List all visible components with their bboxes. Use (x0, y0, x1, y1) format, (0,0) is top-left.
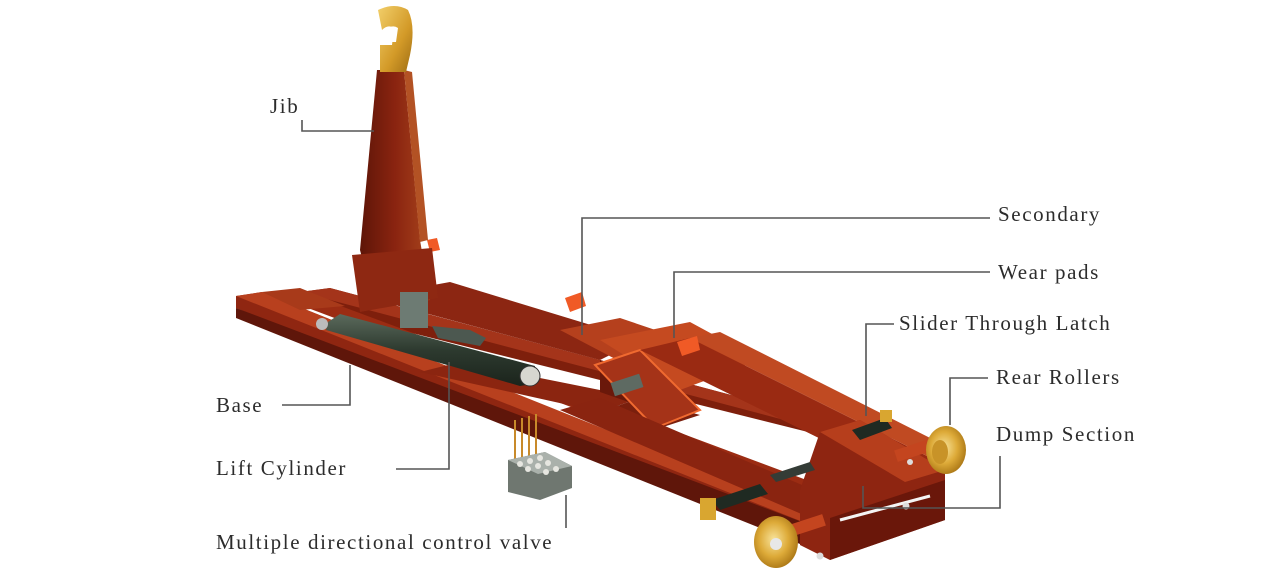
leader-lift-cylinder (396, 362, 450, 470)
label-wear-pads: Wear pads (998, 260, 1100, 284)
label-lift-cylinder: Lift Cylinder (216, 456, 348, 480)
secondary-frame (395, 238, 950, 522)
label-base: Base (216, 393, 264, 417)
leader-base (282, 365, 351, 406)
control-valve (508, 414, 572, 500)
leader-secondary (581, 217, 990, 335)
lift-cylinder (316, 314, 541, 387)
label-multiple-directional-control-valve: Multiple directional control valve (216, 530, 554, 554)
leader-rear-rollers (949, 377, 988, 425)
label-dump-section: Dump Section (996, 422, 1136, 446)
leader-wear-pads (673, 271, 990, 338)
label-jib: Jib (270, 94, 300, 118)
rear-rollers (754, 426, 966, 568)
label-slider-through-latch: Slider Through Latch (899, 311, 1112, 335)
leader-dump-section (862, 456, 1001, 509)
leader-lines (282, 120, 1001, 528)
label-rear-rollers: Rear Rollers (996, 365, 1121, 389)
label-secondary: Secondary (998, 202, 1102, 226)
leader-jib (301, 120, 374, 132)
jib-arm (352, 6, 438, 328)
leader-slider-through-latch (865, 323, 894, 416)
